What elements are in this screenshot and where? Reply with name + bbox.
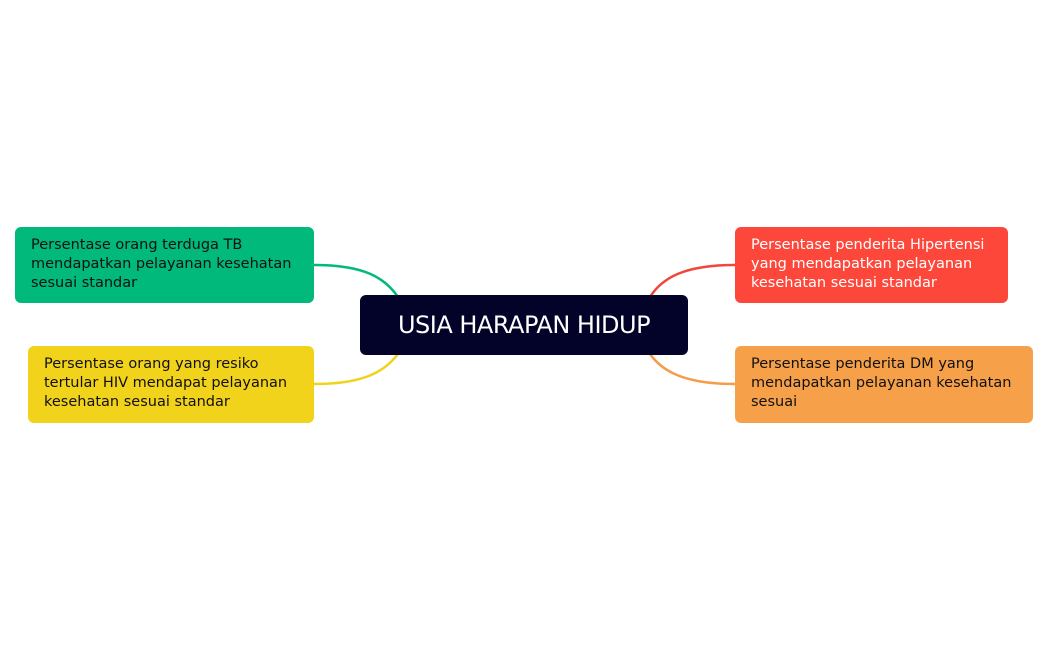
connector-dm (648, 352, 737, 386)
branch-node-hiv[interactable]: Persentase orang yang resiko tertular HI… (28, 346, 314, 423)
connector-ht (648, 263, 737, 299)
branch-node-hiv-label: Persentase orang yang resiko tertular HI… (44, 356, 288, 410)
branch-node-hipertensi-label: Persentase penderita Hipertensi yang men… (751, 237, 985, 291)
branch-node-dm-label: Persentase penderita DM yang mendapatkan… (751, 356, 1012, 410)
central-topic[interactable]: USIA HARAPAN HIDUP (360, 295, 688, 355)
connector-hiv (312, 352, 400, 386)
central-topic-label: USIA HARAPAN HIDUP (397, 311, 651, 339)
connector-tb (312, 263, 400, 299)
branch-node-tb[interactable]: Persentase orang terduga TB mendapatkan … (15, 227, 314, 303)
branch-node-hipertensi[interactable]: Persentase penderita Hipertensi yang men… (735, 227, 1008, 303)
branch-node-tb-label: Persentase orang terduga TB mendapatkan … (31, 237, 292, 291)
branch-node-dm[interactable]: Persentase penderita DM yang mendapatkan… (735, 346, 1033, 423)
